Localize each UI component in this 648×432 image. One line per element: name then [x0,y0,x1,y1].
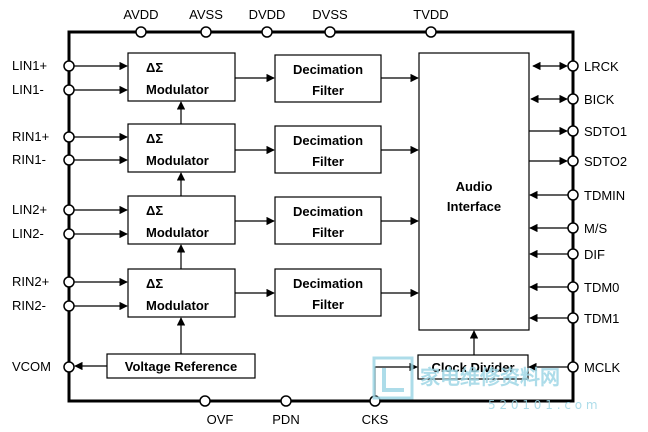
pin-lin1p-label: LIN1+ [12,58,47,73]
pin-lrck-label: LRCK [584,59,619,74]
pin-ovf-label: OVF [207,412,234,427]
right-pins: LRCK BICK SDTO1 SDTO2 TDMIN M/S DIF TDM0… [567,59,627,375]
audio-interface-line2: Interface [447,199,501,214]
pin-rin1m-terminal[interactable] [63,154,75,166]
decimation-3-line2: Filter [312,225,344,240]
pin-avss-label: AVSS [189,7,223,22]
pin-vcom-terminal[interactable] [63,361,75,373]
top-pins: AVDD AVSS DVDD DVSS TVDD [123,7,449,38]
pin-lin2p-label: LIN2+ [12,202,47,217]
pin-dvss-label: DVSS [312,7,348,22]
pin-rin1m-label: RIN1- [12,152,46,167]
pin-mclk-label: MCLK [584,360,620,375]
pin-sdto1-terminal[interactable] [567,125,579,137]
modulator-3-label: Modulator [146,225,209,240]
modulator-block-3 [127,195,236,245]
left-pins: LIN1+ LIN1- RIN1+ RIN1- LIN2+ LIN2- RIN2… [12,58,75,374]
modulator-1-symbol: ΔΣ [146,60,163,75]
modulator-2-label: Modulator [146,153,209,168]
pin-dif-label: DIF [584,247,605,262]
pin-vcom-label: VCOM [12,359,51,374]
watermark: 家电维修资料网 5 2 0 1 0 1 . c o m [372,356,598,412]
pin-tdm0-terminal[interactable] [567,281,579,293]
modulator-block-1 [127,52,236,102]
pin-ms-label: M/S [584,221,607,236]
pin-sdto1-label: SDTO1 [584,124,627,139]
decimation-2-line1: Decimation [293,133,363,148]
pin-ms-terminal[interactable] [567,222,579,234]
pin-sdto2-terminal[interactable] [567,155,579,167]
decimation-filter-block-2 [274,125,382,174]
clock-divider-label: Clock Divider [431,360,514,375]
decimation-blocks: Decimation Filter Decimation Filter Deci… [274,54,382,317]
pin-ovf-terminal[interactable] [199,395,211,407]
pin-dvss-terminal[interactable] [324,26,336,38]
decimation-1-line1: Decimation [293,62,363,77]
pin-bick-terminal[interactable] [567,93,579,105]
decimation-4-line2: Filter [312,297,344,312]
audio-interface-line1: Audio [456,179,493,194]
pin-tvdd-terminal[interactable] [425,26,437,38]
modulator-4-symbol: ΔΣ [146,276,163,291]
pin-lrck-terminal[interactable] [567,60,579,72]
watermark-logo-mark [382,368,404,392]
pin-rin1p-terminal[interactable] [63,131,75,143]
chip-outline [67,30,575,403]
decimation-filter-block-1 [274,54,382,103]
decimation-filter-block-3 [274,196,382,245]
pin-rin2m-label: RIN2- [12,298,46,313]
decimation-3-line1: Decimation [293,204,363,219]
pin-cks-label: CKS [362,412,389,427]
pin-sdto2-label: SDTO2 [584,154,627,169]
pin-dvdd-label: DVDD [249,7,286,22]
pin-tdmin-terminal[interactable] [567,189,579,201]
modulator-2-symbol: ΔΣ [146,131,163,146]
pin-lin1p-terminal[interactable] [63,60,75,72]
pin-pdn-label: PDN [272,412,299,427]
modulator-block-4 [127,268,236,318]
pin-dvdd-terminal[interactable] [261,26,273,38]
watermark-url: 5 2 0 1 0 1 . c o m [488,398,598,412]
pin-bick-label: BICK [584,92,615,107]
pin-tdmin-label: TDMIN [584,188,625,203]
pin-pdn-terminal[interactable] [280,395,292,407]
pin-rin2m-terminal[interactable] [63,300,75,312]
watermark-logo-icon [372,356,414,400]
decimation-filter-block-4 [274,268,382,317]
pin-rin1p-label: RIN1+ [12,129,49,144]
pin-avss-terminal[interactable] [200,26,212,38]
pin-rin2p-terminal[interactable] [63,276,75,288]
pin-mclk-terminal[interactable] [567,361,579,373]
pin-dif-terminal[interactable] [567,248,579,260]
pin-lin2p-terminal[interactable] [63,204,75,216]
decimation-4-line1: Decimation [293,276,363,291]
audio-interface-block [418,52,530,331]
clock-divider-block [417,354,529,380]
pin-lin2m-terminal[interactable] [63,228,75,240]
decimation-2-line2: Filter [312,154,344,169]
pin-tdm1-terminal[interactable] [567,312,579,324]
pin-lin1m-terminal[interactable] [63,84,75,96]
pin-avdd-label: AVDD [123,7,158,22]
modulator-blocks: ΔΣ Modulator ΔΣ Modulator ΔΣ Modulator Δ… [127,52,236,318]
pin-lin2m-label: LIN2- [12,226,44,241]
modulator-1-label: Modulator [146,82,209,97]
modulator-block-2 [127,123,236,173]
pin-lin1m-label: LIN1- [12,82,44,97]
modulator-3-symbol: ΔΣ [146,203,163,218]
voltage-reference-label: Voltage Reference [125,359,237,374]
decimation-1-line2: Filter [312,83,344,98]
pin-tdm0-label: TDM0 [584,280,619,295]
pin-avdd-terminal[interactable] [135,26,147,38]
pin-tdm1-label: TDM1 [584,311,619,326]
modulator-4-label: Modulator [146,298,209,313]
watermark-logo-text: 家电维修资料网 [420,365,560,389]
pin-rin2p-label: RIN2+ [12,274,49,289]
pin-tvdd-label: TVDD [413,7,448,22]
bottom-pins: OVF PDN CKS [199,395,389,427]
